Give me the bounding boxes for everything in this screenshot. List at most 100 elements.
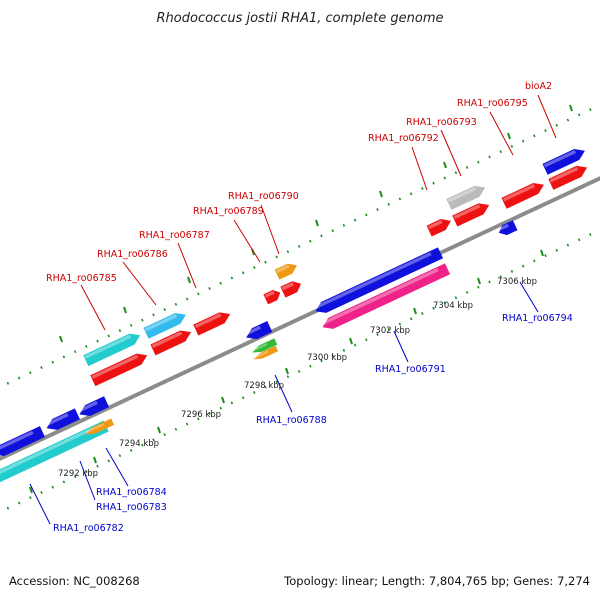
gene-label-RHA1_ro06792[interactable]: RHA1_ro06792 [368, 133, 439, 144]
gene-RHA1_ro06790 [274, 263, 297, 280]
gene-label-bioA2[interactable]: bioA2 [525, 81, 552, 92]
gene-RHA1_ro06782-body [0, 420, 109, 490]
gene-RHA1_ro06783-body [85, 418, 115, 435]
guide-dot [309, 364, 312, 368]
guide-dot [297, 369, 301, 373]
guide-dot [118, 454, 122, 458]
guide-dot [533, 134, 536, 138]
guide-dot [6, 381, 10, 385]
gene-label-RHA1_ro06789[interactable]: RHA1_ro06789 [193, 206, 264, 217]
gene-RHA1_ro06785-shine [84, 334, 132, 359]
gene-RHA1_ro06783-shine [85, 423, 105, 434]
leader-line-bottom [519, 281, 539, 313]
leader-line-top [440, 129, 462, 177]
gene-label-RHA1_ro06784[interactable]: RHA1_ro06784 [96, 487, 167, 498]
gene-label-RHA1_ro06790[interactable]: RHA1_ro06790 [228, 191, 299, 202]
gene-features [0, 149, 588, 490]
guide-dot [342, 348, 346, 352]
guide-dot [544, 129, 547, 133]
gene-RHA1_ro06788-shine [252, 343, 268, 352]
leader-line-bottom [79, 460, 96, 501]
gene-red-e-shine [549, 166, 579, 183]
guide-dot [51, 360, 54, 364]
gene-bioA2-body [542, 149, 585, 175]
guide-dot [432, 306, 435, 310]
tick-mark [379, 190, 383, 198]
guide-dot [264, 260, 267, 264]
gene-blue-c-body [79, 396, 110, 416]
guide-dot [62, 480, 66, 484]
gene-label-RHA1_ro06786[interactable]: RHA1_ro06786 [97, 249, 168, 260]
guide-dot [163, 433, 166, 437]
guide-dot [432, 181, 435, 185]
gene-RHA1_ro06787 [193, 312, 231, 336]
guide-dot [85, 344, 88, 348]
gene-RHA1_ro06795-shine [502, 183, 536, 202]
guide-dot [320, 234, 323, 238]
leader-line-top [177, 242, 197, 289]
guide-dot [51, 485, 54, 489]
guide-dot [275, 255, 278, 259]
guide-dot [544, 254, 547, 258]
topology-text: Topology: linear; Length: 7,804,765 bp; … [283, 574, 590, 588]
gene-blue-b [45, 408, 80, 430]
guide-dot [477, 160, 480, 164]
gene-RHA1_ro06791-shine [314, 252, 432, 310]
gene-RHA1_ro06793-body [446, 185, 486, 210]
tick-mark [569, 104, 573, 112]
gene-magenta [321, 263, 451, 329]
gene-RHA1_ro06787-body [193, 312, 231, 336]
guide-dot [219, 281, 222, 285]
dotted-guide-top [6, 108, 592, 385]
gene-blue-a-body [0, 426, 46, 457]
dotted-guide-bottom [6, 233, 592, 510]
guide-dot [85, 469, 88, 473]
tick-label-7306: 7306 kbp [497, 277, 537, 287]
gene-RHA1_ro06792 [452, 203, 490, 227]
gene-RHA1_ro06782 [0, 420, 109, 490]
gene-label-RHA1_ro06795[interactable]: RHA1_ro06795 [457, 98, 528, 109]
guide-dot [230, 401, 234, 405]
guide-dot [129, 323, 133, 327]
guide-dot [376, 208, 379, 212]
guide-dot [152, 313, 155, 317]
gene-RHA1_ro06793-shine [447, 186, 477, 203]
gene-label-RHA1_ro06791[interactable]: RHA1_ro06791 [375, 364, 446, 375]
guide-dot [62, 355, 66, 359]
guide-dot [376, 333, 379, 337]
guide-dot [297, 244, 301, 248]
guide-dot [73, 350, 77, 354]
gene-red-c-body [280, 281, 302, 298]
tick-label-7292: 7292 kbp [58, 469, 98, 479]
tick-mark [29, 486, 33, 494]
tick-mark [315, 219, 319, 227]
guide-dot [510, 269, 514, 273]
gene-label-RHA1_ro06782[interactable]: RHA1_ro06782 [53, 523, 124, 534]
gene-RHA1_ro06783 [85, 418, 115, 435]
guide-dot [365, 213, 368, 217]
guide-dot [208, 412, 211, 415]
guide-dot [197, 292, 200, 296]
guide-dot [286, 375, 290, 379]
gene-label-RHA1_ro06787[interactable]: RHA1_ro06787 [139, 230, 210, 241]
label-leader-lines [29, 94, 557, 525]
guide-dot [29, 371, 32, 375]
guide-dot [387, 202, 390, 206]
gene-RHA1_ro06794 [497, 220, 518, 236]
gene-label-RHA1_ro06788[interactable]: RHA1_ro06788 [256, 415, 327, 426]
gene-RHA1_ro06788 [252, 338, 278, 353]
leader-line-top [233, 219, 261, 263]
gene-label-RHA1_ro06793[interactable]: RHA1_ro06793 [406, 117, 477, 128]
guide-dot [163, 308, 166, 312]
gene-label-RHA1_ro06794[interactable]: RHA1_ro06794 [502, 313, 573, 324]
gene-magenta-shine [321, 268, 439, 326]
gene-label-RHA1_ro06785[interactable]: RHA1_ro06785 [46, 273, 117, 284]
gene-red-a-shine [91, 354, 139, 379]
guide-dot [40, 366, 43, 369]
guide-dot [421, 187, 424, 190]
guide-dot [253, 265, 256, 269]
gene-label-RHA1_ro06783[interactable]: RHA1_ro06783 [96, 502, 167, 513]
guide-dot [589, 108, 592, 112]
gene-RHA1_ro06794-body [498, 220, 518, 236]
